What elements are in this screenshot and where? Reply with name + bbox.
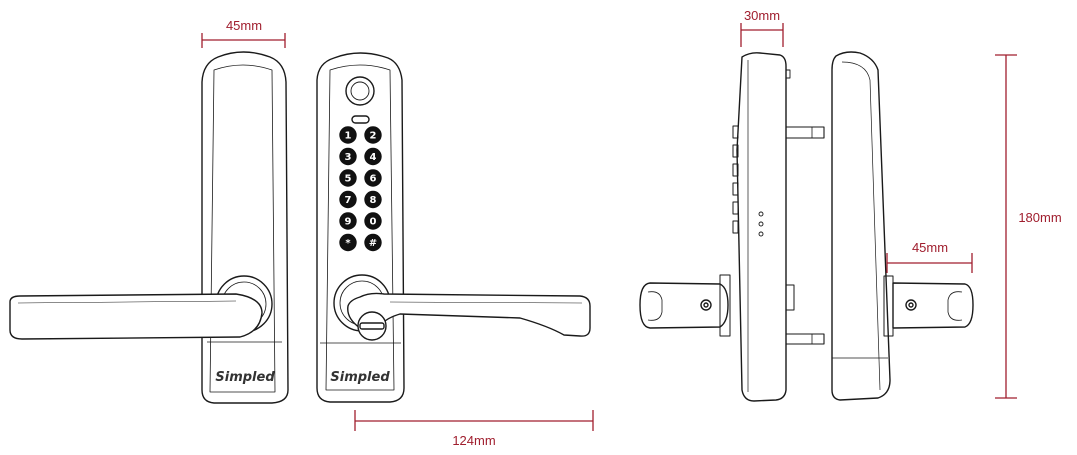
keypad-key-9[interactable]: 9 <box>339 212 357 230</box>
side-keypad-buttons <box>732 125 739 234</box>
keypad-key-label: 3 <box>345 152 352 163</box>
keypad-key-7[interactable]: 7 <box>339 190 357 209</box>
keypad-key-label: 5 <box>345 174 352 185</box>
keypad-key-5[interactable]: 5 <box>339 169 357 187</box>
side-left-lever <box>639 282 729 329</box>
keypad-key-label: 8 <box>370 195 377 206</box>
keypad-key-label: 7 <box>345 195 352 206</box>
front-width-label: 45mm <box>226 18 262 33</box>
inner-unit-side-profile <box>831 51 891 401</box>
dimension-lever-length <box>354 410 594 431</box>
indicator-dots <box>758 211 764 237</box>
fingerprint-sensor[interactable] <box>345 76 375 106</box>
side-right-lever <box>892 282 974 329</box>
status-indicator <box>351 115 370 124</box>
keypad-key-4[interactable]: 4 <box>364 147 382 166</box>
keypad-key-label: 6 <box>370 174 377 185</box>
keypad: 1 2 3 4 5 6 7 8 9 0 * # <box>339 126 382 252</box>
key-cylinder[interactable] <box>357 311 387 341</box>
keypad-key-label: 4 <box>370 152 377 163</box>
rosette-width-label: 45mm <box>912 240 948 255</box>
dimension-front-width <box>201 33 286 48</box>
keypad-key-2[interactable]: 2 <box>364 126 382 144</box>
side-depth-label: 30mm <box>744 8 780 23</box>
inner-lever-handle <box>9 293 263 340</box>
inner-lock-front-view: Simpled <box>9 51 289 404</box>
inner-lock-body <box>201 51 289 404</box>
outer-lock-front-view: Simpled 1 2 3 4 5 6 7 8 9 0 * # <box>316 52 591 403</box>
keypad-key-hash[interactable]: # <box>364 233 382 252</box>
brand-logo: Simpled <box>215 370 275 385</box>
keypad-key-label: 2 <box>370 131 377 142</box>
keypad-key-label: * <box>345 238 351 249</box>
dimension-height <box>995 54 1017 399</box>
height-label: 180mm <box>1018 210 1061 225</box>
inner-lock-inner-edge <box>209 64 276 393</box>
upper-spindle <box>786 126 825 139</box>
keypad-key-1[interactable]: 1 <box>339 126 357 144</box>
side-view <box>639 51 974 402</box>
keypad-key-star[interactable]: * <box>339 233 357 252</box>
keypad-key-6[interactable]: 6 <box>364 169 382 187</box>
keypad-key-label: 1 <box>345 131 352 142</box>
keypad-key-label: 0 <box>370 217 377 228</box>
outer-lock-body <box>316 52 405 403</box>
dimension-rosette-width <box>886 253 973 273</box>
brand-logo: Simpled <box>330 370 390 385</box>
outer-unit-side-profile <box>736 52 787 402</box>
keypad-key-3[interactable]: 3 <box>339 147 357 166</box>
keypad-key-8[interactable]: 8 <box>364 190 382 209</box>
keypad-key-label: # <box>369 238 377 249</box>
dimension-side-depth <box>740 23 784 47</box>
keypad-key-label: 9 <box>345 217 352 228</box>
outer-lever-handle <box>347 292 591 337</box>
lever-length-label: 124mm <box>452 433 495 448</box>
lower-spindle <box>786 333 825 345</box>
keypad-key-0[interactable]: 0 <box>364 212 382 230</box>
